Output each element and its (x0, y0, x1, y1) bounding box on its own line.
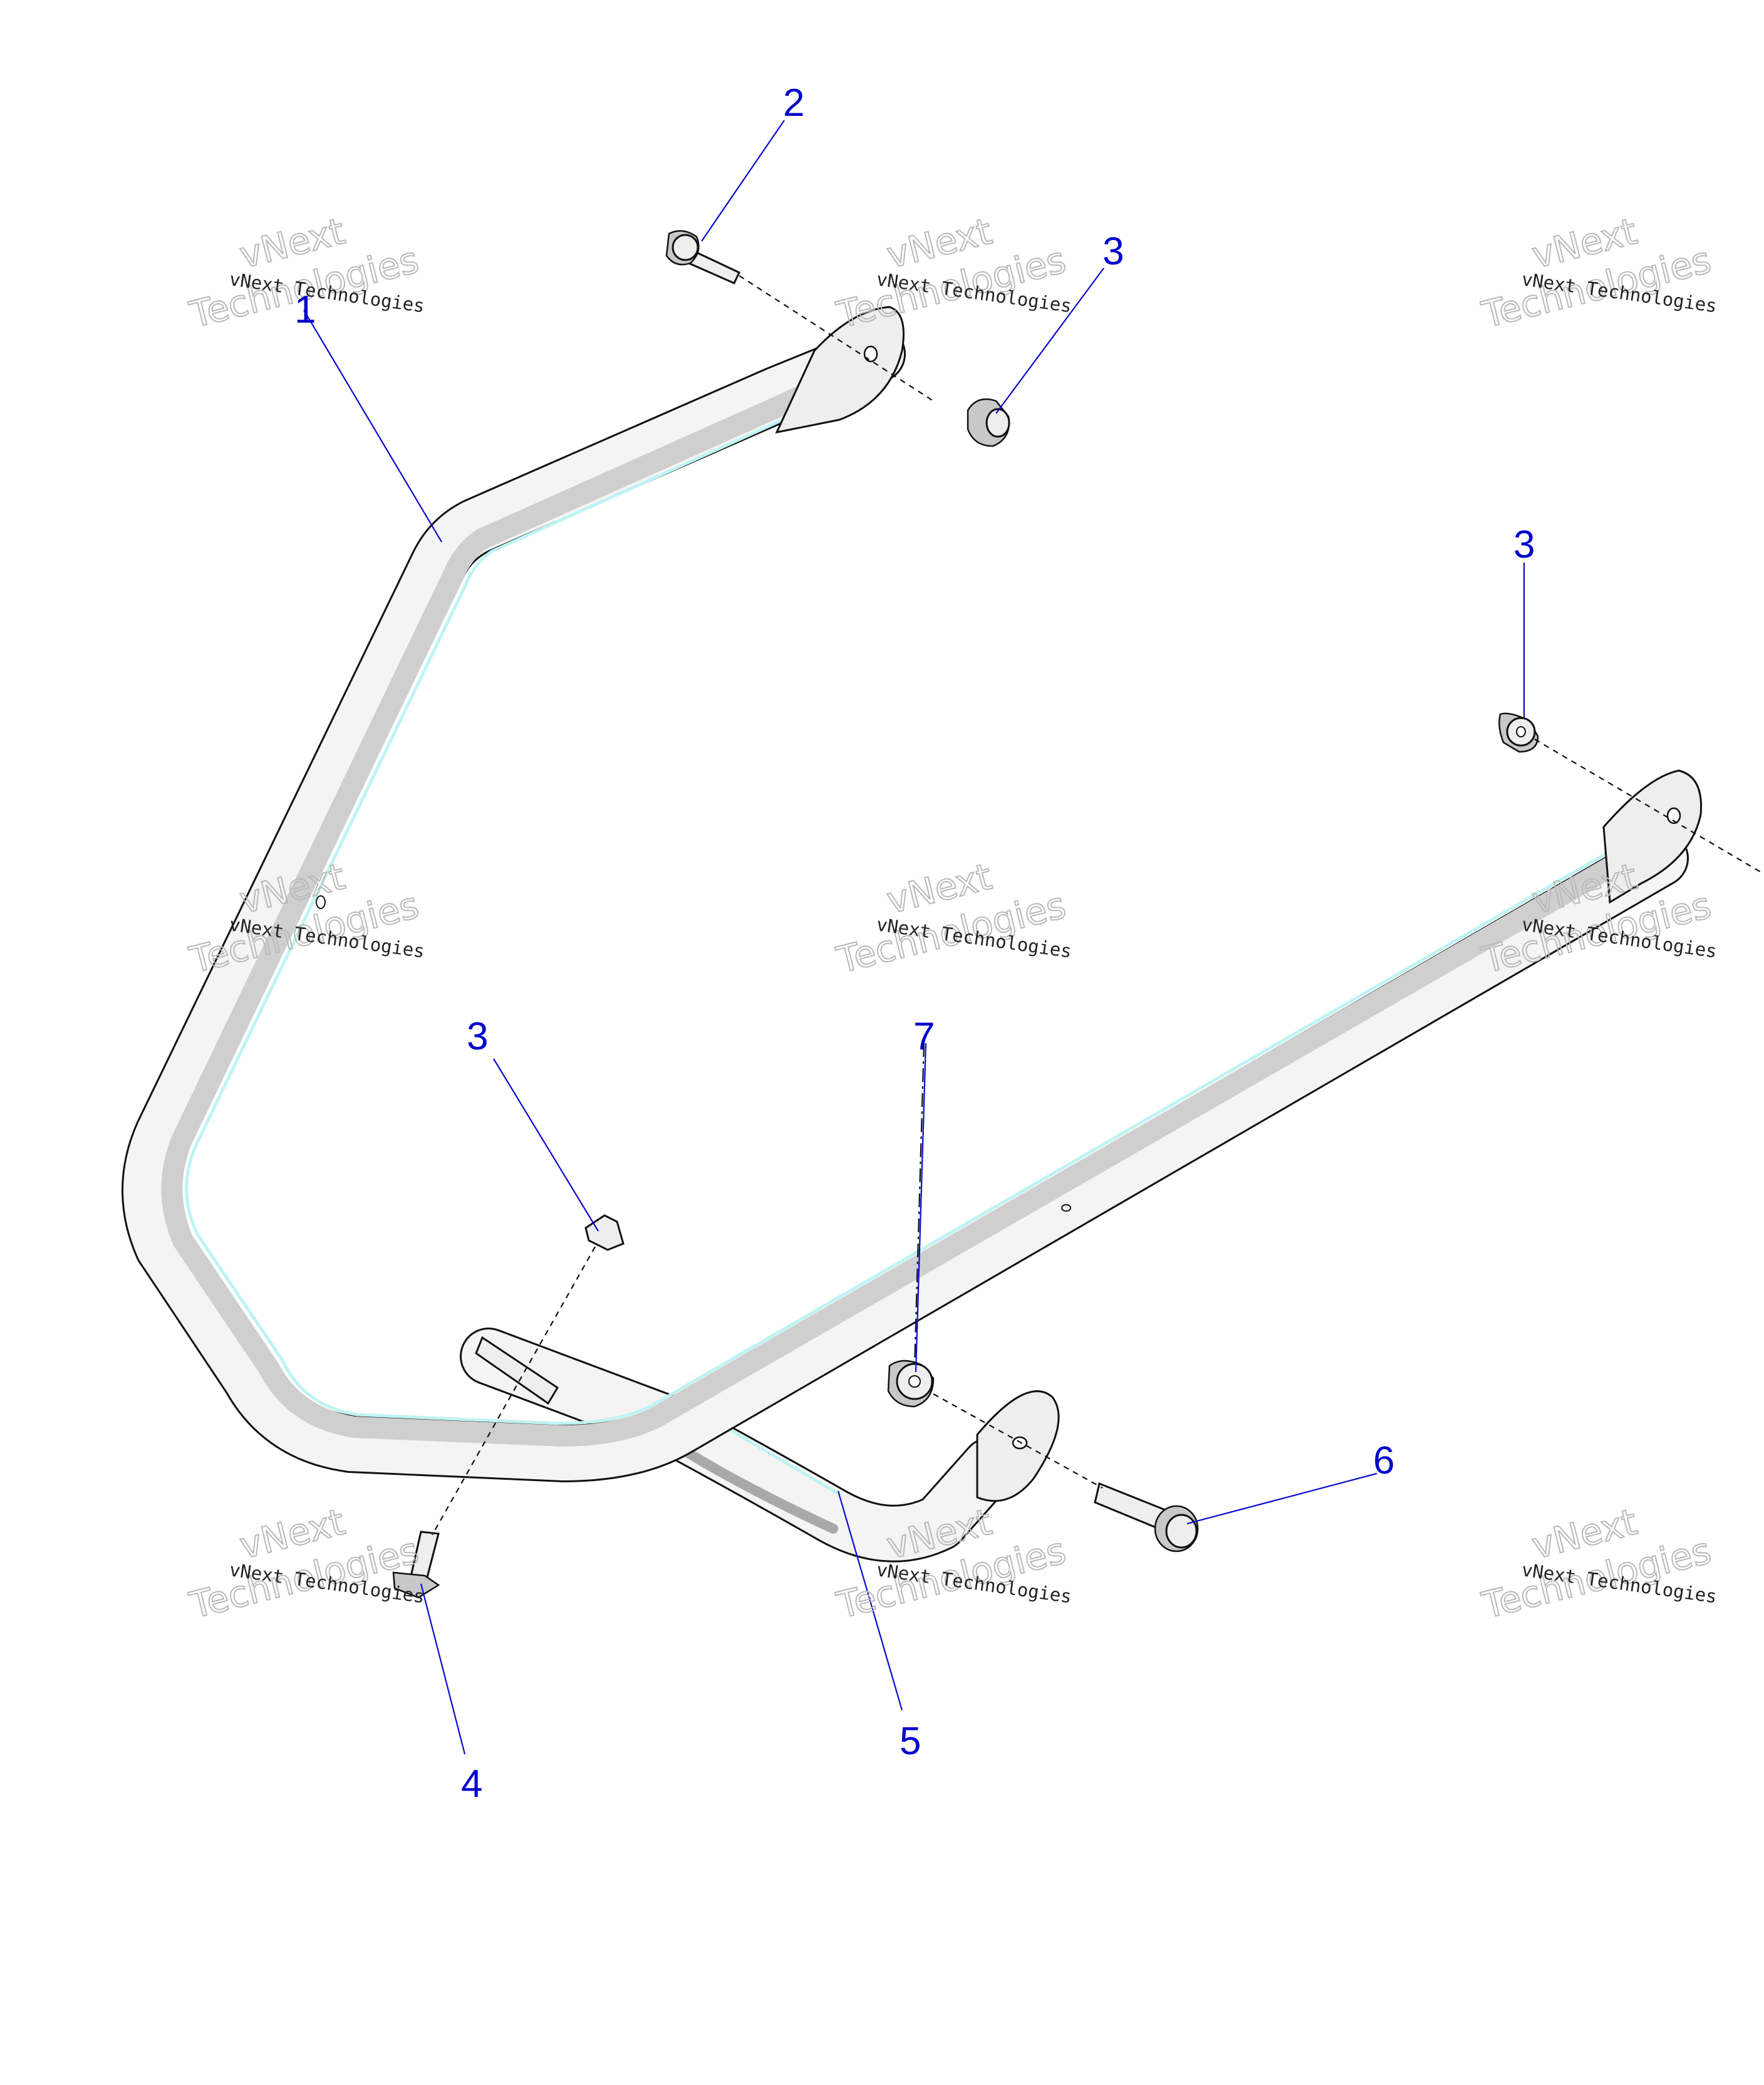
nut-part-3-top (967, 398, 1010, 447)
callout-1: 1 (294, 288, 316, 331)
nut-part-3-middle (584, 1214, 625, 1251)
callout-3-right: 3 (1513, 523, 1535, 566)
watermark: vNext Technologies vNext Technologies (185, 209, 426, 337)
callout-labels: 1 2 3 3 3 7 6 5 4 (294, 81, 1535, 1806)
callout-6: 6 (1373, 1439, 1394, 1482)
main-bar-part-1 (122, 306, 1703, 1482)
watermark: vNext Technologies vNext Technologies (1477, 1500, 1718, 1628)
callout-2: 2 (783, 81, 804, 125)
watermark: vNext Technologies vNext Technologies (832, 855, 1073, 982)
watermark: vNext Technologies vNext Technologies (185, 1500, 426, 1628)
leader-lines (303, 120, 1525, 1755)
callout-7: 7 (913, 1015, 935, 1058)
watermark: vNext Technologies vNext Technologies (1477, 209, 1718, 337)
callout-3-middle: 3 (467, 1015, 488, 1058)
callout-5: 5 (900, 1720, 921, 1763)
bolt-part-4 (392, 1531, 440, 1599)
nut-part-3-right (1498, 712, 1539, 753)
assembly-lines (432, 275, 1764, 1536)
callout-4: 4 (461, 1762, 482, 1806)
bolt-part-2 (665, 230, 740, 284)
spacer-part-7 (887, 1360, 935, 1408)
bolt-part-6 (1094, 1482, 1199, 1552)
callout-3-top: 3 (1102, 230, 1124, 273)
